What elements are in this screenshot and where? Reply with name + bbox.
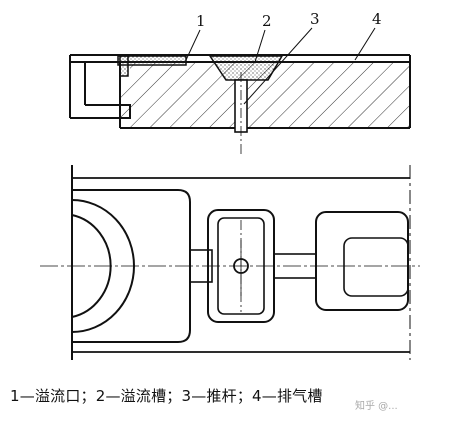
label-2: 2 xyxy=(262,12,272,30)
label-3: 3 xyxy=(310,10,320,28)
watermark: 知乎 @... xyxy=(355,401,398,412)
die-block-hatched xyxy=(120,62,410,128)
label-1: 1 xyxy=(196,12,206,30)
overflow-well xyxy=(208,55,284,81)
plan-view xyxy=(40,165,420,360)
figure-caption: 1—溢流口；2—溢流槽；3—推杆；4—排气槽 xyxy=(10,387,323,405)
section-view: 1 2 3 4 xyxy=(69,10,411,155)
label-4: 4 xyxy=(372,10,382,28)
ejector-pin xyxy=(234,79,248,133)
overflow-gate xyxy=(117,55,187,66)
